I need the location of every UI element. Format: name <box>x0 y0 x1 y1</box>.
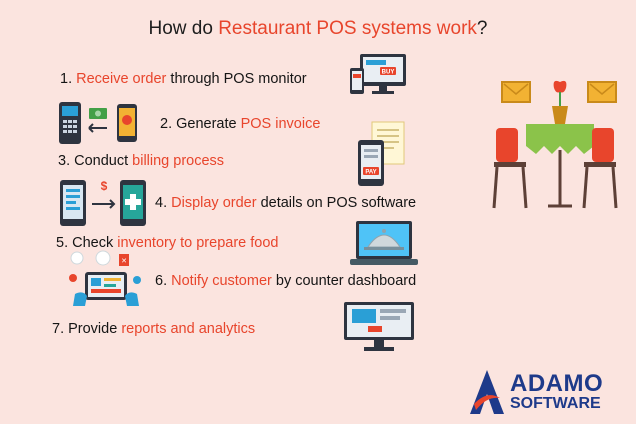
brand-logo: ADAMO SOFTWARE <box>470 368 630 416</box>
order-transfer-icon: $ <box>60 179 146 226</box>
step-6: 6. Notify customer by counter dashboard <box>155 273 417 289</box>
chair-icon <box>496 128 518 162</box>
step-4: 4. Display order details on POS software <box>155 195 417 211</box>
flower-icon <box>553 80 567 93</box>
dollar-sign: $ <box>101 179 108 193</box>
step-7: 7. Provide reports and analytics <box>52 321 256 337</box>
title-pre: How do <box>148 18 219 39</box>
reports-monitor-icon <box>344 302 414 351</box>
brand-sub: SOFTWARE <box>510 395 601 412</box>
page-title: How do Restaurant POS systems work? <box>0 18 636 40</box>
card-terminal-icon <box>59 102 137 144</box>
picture-frame-icon <box>501 81 531 103</box>
step-2: 2. Generate POS invoice <box>160 116 321 132</box>
step-3: 3. Conduct billing process <box>58 153 225 169</box>
svg-text:✕: ✕ <box>121 258 127 265</box>
adamo-logo-icon <box>470 370 504 414</box>
restaurant-table-illustration <box>492 80 618 209</box>
brand-name: ADAMO <box>510 370 604 397</box>
title-highlight: Restaurant POS systems work <box>218 18 477 39</box>
step-5: 5. Check inventory to prepare food <box>56 235 279 251</box>
invoice-icon: PAY <box>358 121 405 186</box>
step-1: 1. Receive order through POS monitor <box>60 71 307 87</box>
picture-frame-icon <box>587 81 617 103</box>
customer-dashboard-icon: ✕ <box>69 250 141 306</box>
title-post: ? <box>476 18 488 39</box>
pay-label: PAY <box>365 170 376 176</box>
inventory-laptop-icon <box>350 221 418 265</box>
pos-monitor-icon: BUY <box>350 54 406 94</box>
vase-icon <box>552 106 568 124</box>
chair-icon <box>592 128 614 162</box>
buy-label: BUY <box>382 70 395 76</box>
